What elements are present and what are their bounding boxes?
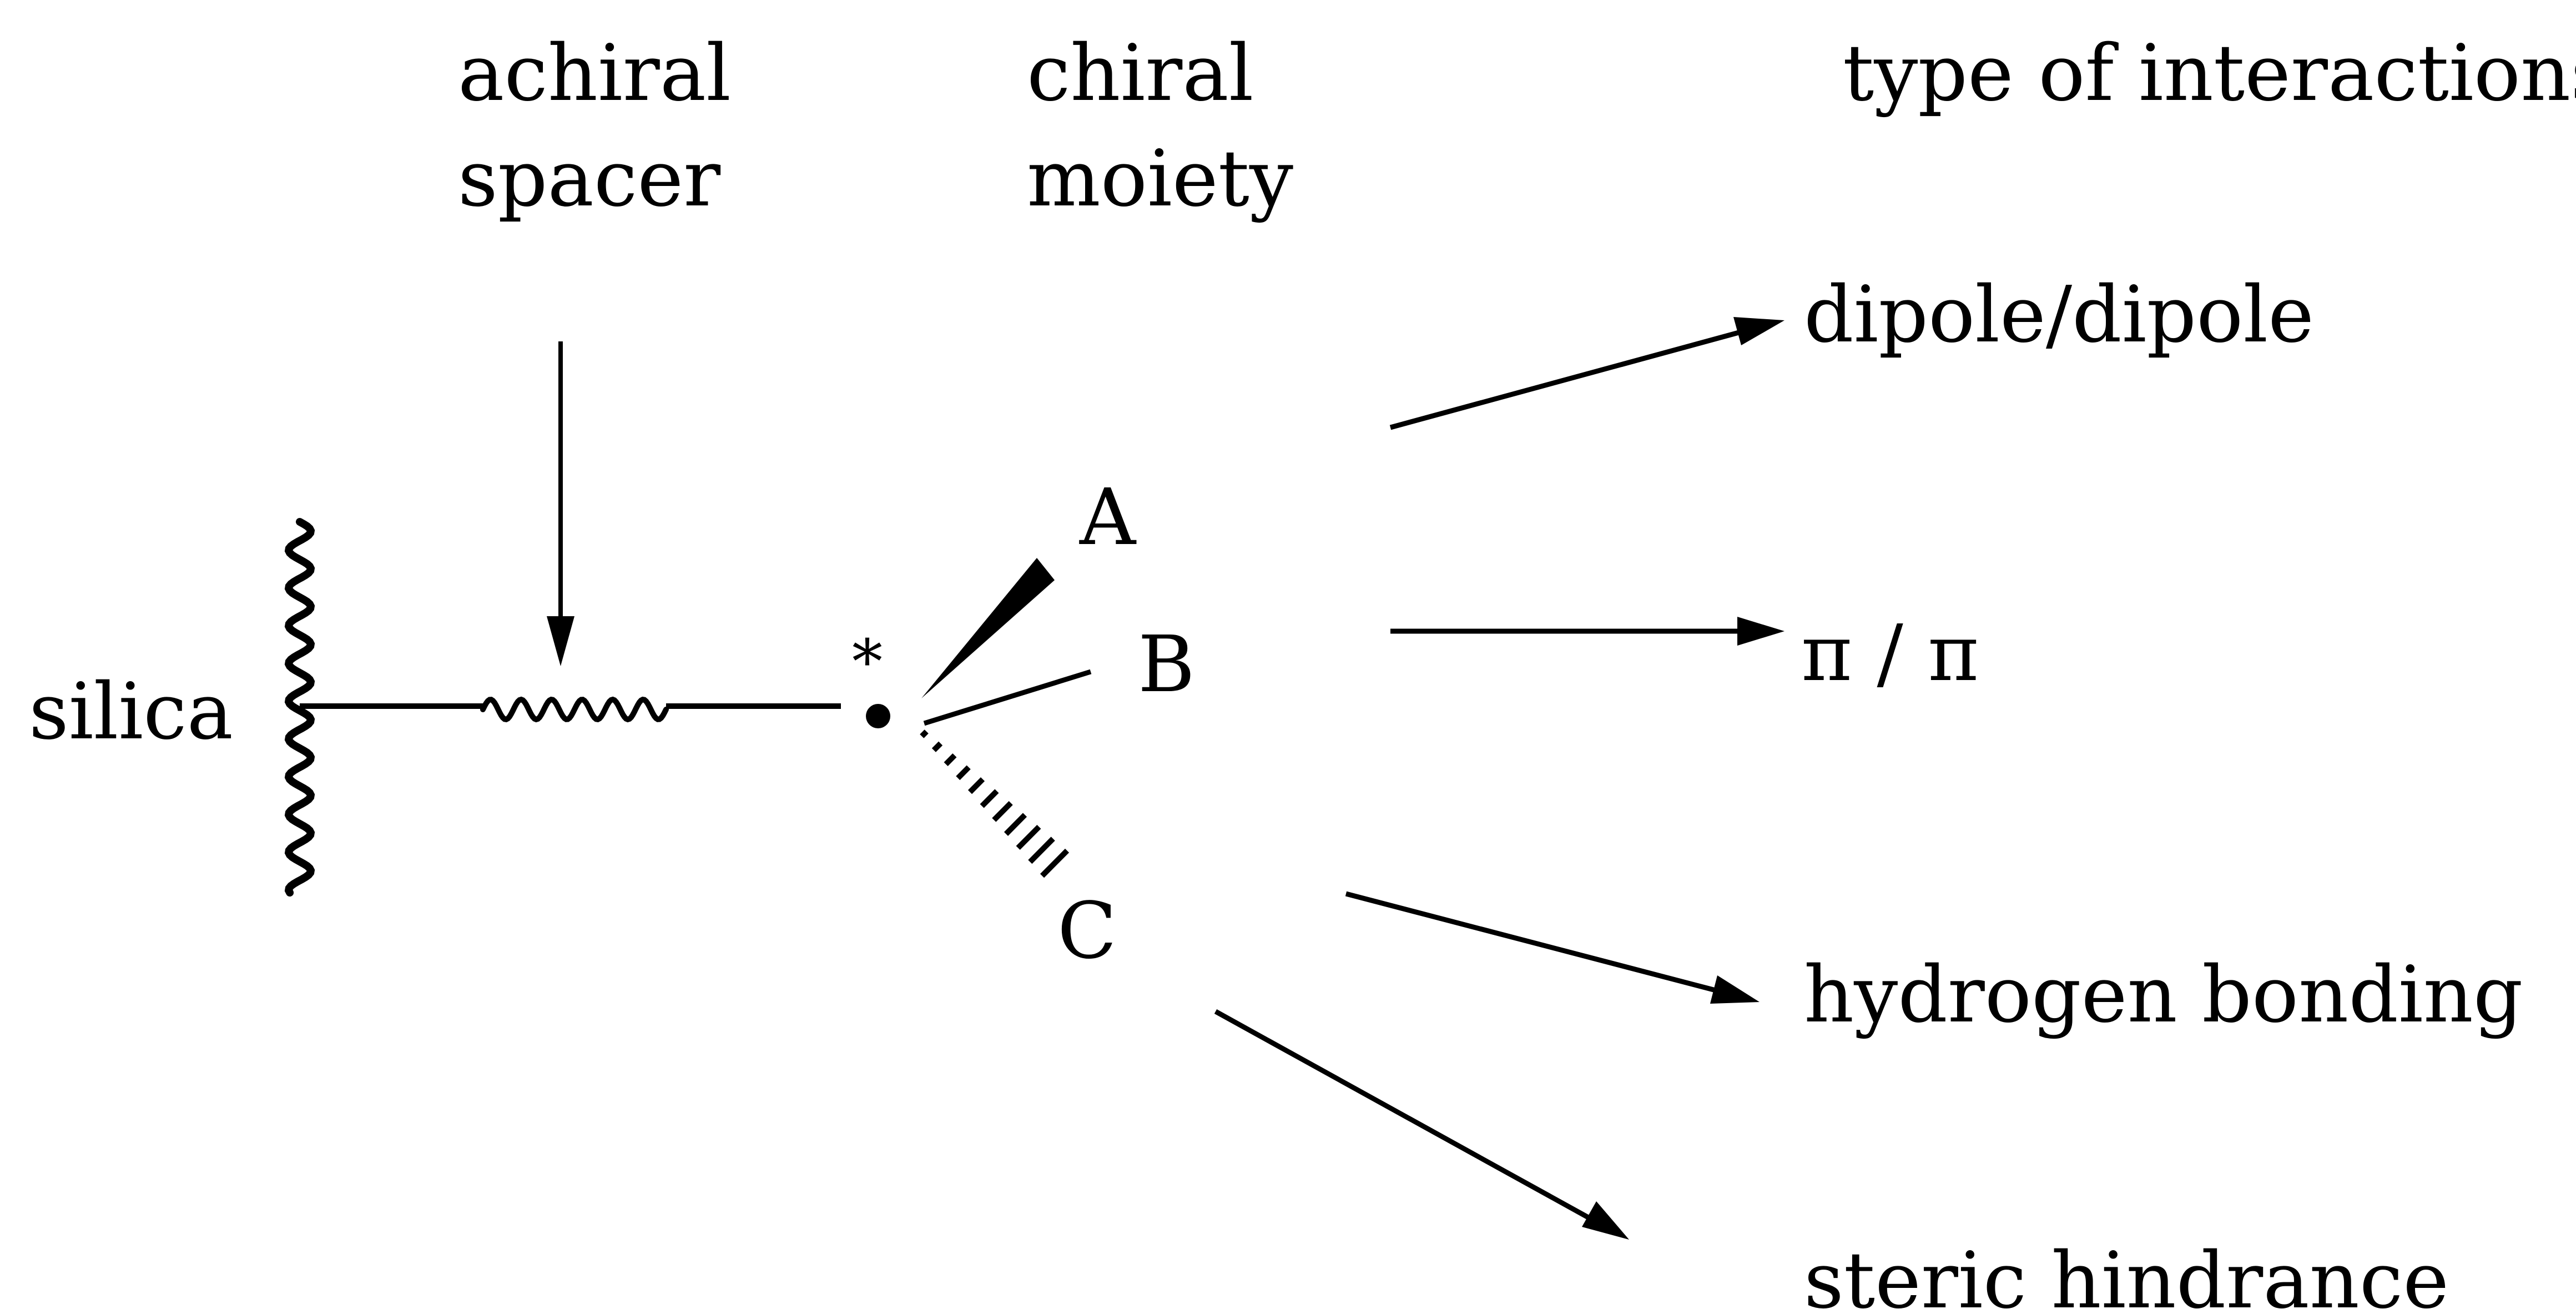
hash-dash [1004,813,1027,836]
interaction-hydrogen-bonding: hydrogen bonding [1804,950,2523,1040]
stereocenter-dot [866,704,890,728]
hash-dash [992,800,1013,822]
achiral-spacer-wave [480,696,669,723]
substituent-a-label: A [1079,472,1137,563]
hash-dash [1028,837,1055,864]
hash-dash [920,729,929,738]
hash-dash [1016,824,1041,850]
arrow-to-dipole [1389,317,1784,430]
hash-dash [956,765,971,781]
interaction-dipole-dipole: dipole/dipole [1804,270,2314,360]
arrow-to-pi [1390,617,1784,646]
spacer-label-line2: spacer [458,134,720,224]
chiral-label-line1: chiral [1027,28,1254,119]
substituent-c-label: C [1057,886,1117,976]
hashed-bond-c [920,729,1070,878]
achiral-label-line1: achiral [458,28,731,119]
stereocenter-asterisk: * [852,626,883,697]
silica-label: silica [29,667,233,757]
arrow-to-hydrogen-bonding [1345,891,1760,1004]
hash-dash [1040,848,1070,878]
plain-bond-b [923,669,1092,726]
interactions-title: type of interactions: [1843,28,2576,119]
interaction-pi-pi: π / π [1801,608,1979,699]
interaction-steric-hindrance: steric hindrance [1804,1236,2449,1309]
silica-surface-wavy-line [284,518,315,897]
hash-dash [944,753,957,767]
arrow-to-steric-hindrance [1214,1009,1629,1240]
substituent-b-label: B [1138,620,1195,710]
moiety-label-line2: moiety [1027,134,1293,224]
hash-dash [980,789,999,808]
hash-dash [967,777,985,794]
wedge-bond-a [921,558,1055,698]
spacer-pointer-arrow [547,341,574,666]
hash-dash [931,741,943,752]
